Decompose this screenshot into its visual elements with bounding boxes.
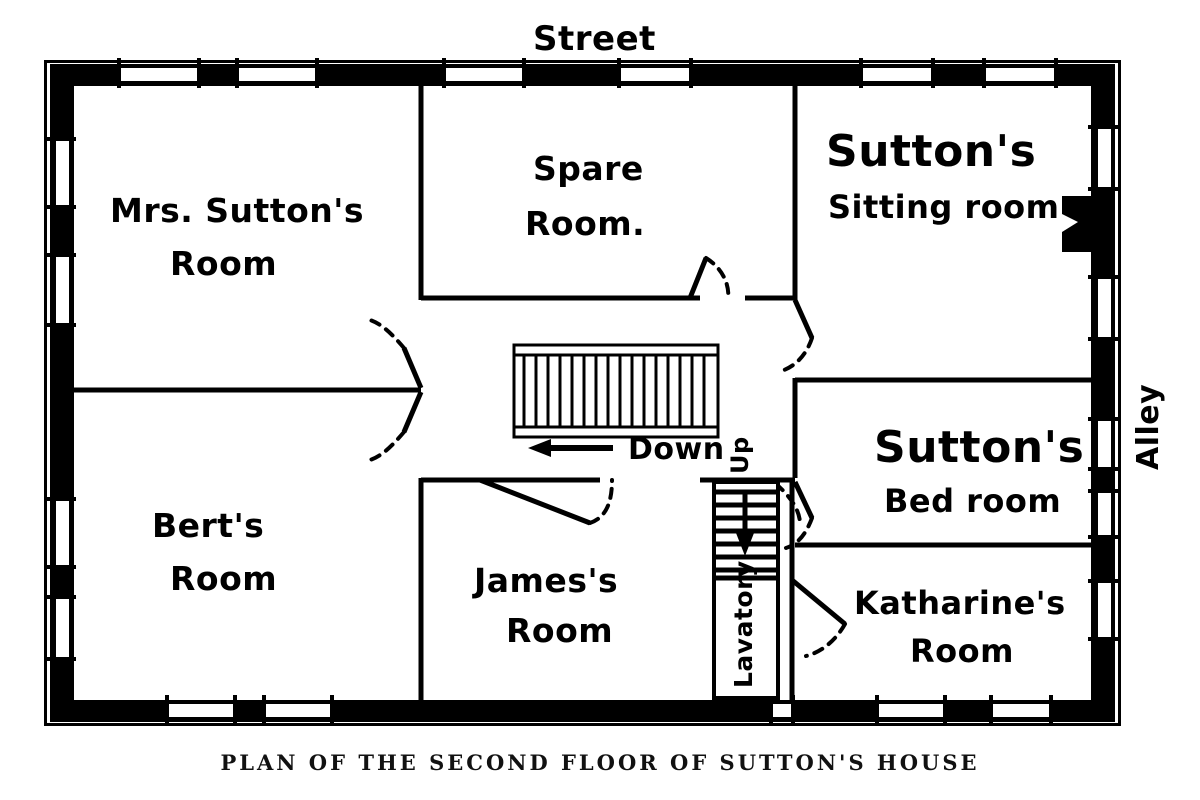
room-label-berts-room: Bert's Room <box>152 506 277 598</box>
room-label-jamess-room: James's Room <box>472 561 618 650</box>
room-label-mrs-sutton: Mrs. Sutton's Room <box>110 191 364 283</box>
door-bed-room <box>784 480 815 550</box>
down-arrow-icon <box>528 439 613 457</box>
svg-text:Mrs. Sutton's: Mrs. Sutton's <box>110 191 364 230</box>
door-katharines-room <box>790 578 847 658</box>
svg-text:Bert's: Bert's <box>152 506 264 545</box>
figure-caption: PLAN OF THE SECOND FLOOR OF SUTTON'S HOU… <box>220 750 979 775</box>
svg-text:Katharine's: Katharine's <box>854 584 1066 622</box>
stair-label-down: Down <box>628 432 725 467</box>
door-spare-room <box>687 256 731 302</box>
svg-text:Room: Room <box>506 611 613 650</box>
windows <box>46 58 1118 725</box>
svg-text:Sitting room: Sitting room <box>828 188 1060 226</box>
svg-text:Sutton's: Sutton's <box>826 126 1036 177</box>
doors <box>368 256 847 658</box>
svg-text:Sutton's: Sutton's <box>874 422 1084 473</box>
room-labels: Mrs. Sutton's Room Spare Room. Sutton's … <box>110 126 1084 670</box>
room-label-lavatory: Lavatory <box>729 560 758 688</box>
room-label-bed-room: Sutton's Bed room <box>874 422 1084 520</box>
svg-text:Bed room: Bed room <box>884 482 1061 520</box>
exterior-label-alley: Alley <box>1131 384 1166 470</box>
svg-text:Room: Room <box>910 632 1014 670</box>
svg-text:Room: Room <box>170 559 277 598</box>
door-berts-room <box>368 391 424 462</box>
room-label-katharines-room: Katharine's Room <box>854 584 1066 670</box>
door-jamess-room <box>479 477 614 526</box>
svg-text:Room.: Room. <box>525 204 645 243</box>
door-mrs-sutton-room <box>368 318 424 389</box>
exterior-label-street: Street <box>533 19 656 59</box>
stair-label-up: Up <box>726 436 754 474</box>
svg-text:Spare: Spare <box>533 149 644 188</box>
back-stair-arrow-icon <box>736 492 754 556</box>
back-staircase-and-lavatory: Up Lavatory <box>712 436 780 700</box>
room-label-sitting-room: Sutton's Sitting room <box>826 126 1060 226</box>
svg-text:James's: James's <box>472 561 618 600</box>
main-staircase: Down <box>512 343 725 467</box>
door-sitting-room <box>776 298 815 374</box>
room-label-spare-room: Spare Room. <box>525 149 645 243</box>
chimney-breast <box>1062 196 1092 252</box>
svg-text:Room: Room <box>170 244 277 283</box>
